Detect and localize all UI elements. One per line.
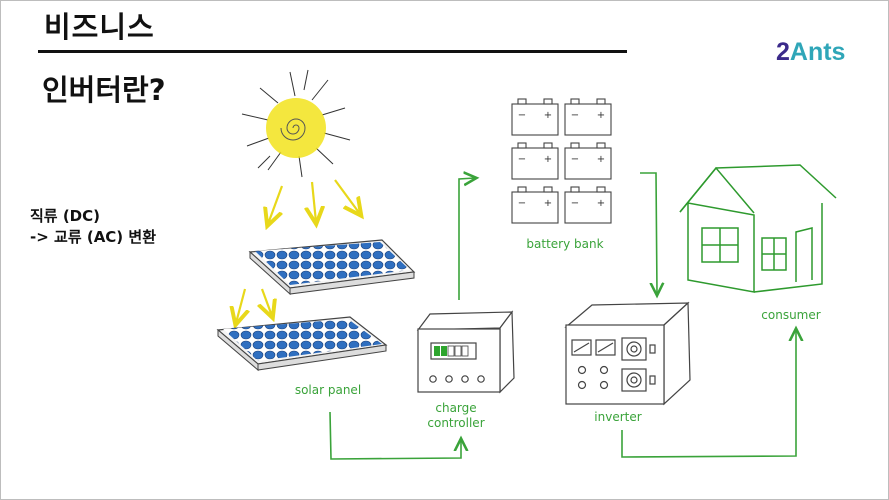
svg-text:+: + [597, 110, 605, 121]
label-charge-controller-line1: charge [435, 401, 477, 415]
label-charge-controller-line2: controller [427, 416, 485, 430]
svg-text:−: − [571, 110, 579, 121]
svg-text:+: + [597, 198, 605, 209]
slide-title: 비즈니스 [44, 10, 155, 44]
label-consumer: consumer [761, 308, 821, 322]
battery-bank-icon [511, 98, 612, 224]
solar-panel-icon [216, 239, 416, 372]
sunlight-arrows [236, 179, 360, 323]
svg-text:+: + [544, 110, 552, 121]
charge-controller-icon [416, 310, 515, 394]
svg-text:+: + [597, 154, 605, 165]
svg-text:−: − [518, 110, 526, 121]
house-icon [679, 164, 837, 293]
svg-text:−: − [518, 154, 526, 165]
brand-logo: 2Ants [776, 38, 845, 67]
note-dc: 직류 (DC) [30, 207, 100, 225]
sun-icon [241, 69, 351, 178]
svg-text:+: + [544, 154, 552, 165]
logo-suffix: Ants [789, 38, 846, 66]
label-inverter: inverter [594, 410, 642, 424]
logo-prefix: 2 [776, 38, 790, 66]
slide-subtitle: 인버터란? [42, 73, 166, 107]
label-solar-panel: solar panel [294, 383, 362, 397]
battery-terminal-marks: − + − + − + − + − + − + [518, 110, 605, 209]
title-underline [38, 50, 627, 53]
svg-text:−: − [518, 198, 526, 209]
inverter-icon [564, 301, 691, 406]
note-ac-conversion: -> 교류 (AC) 변환 [30, 228, 156, 246]
svg-text:+: + [544, 198, 552, 209]
svg-text:−: − [571, 154, 579, 165]
label-battery-bank: battery bank [526, 237, 604, 251]
flow-arrows [329, 173, 796, 460]
svg-text:−: − [571, 198, 579, 209]
